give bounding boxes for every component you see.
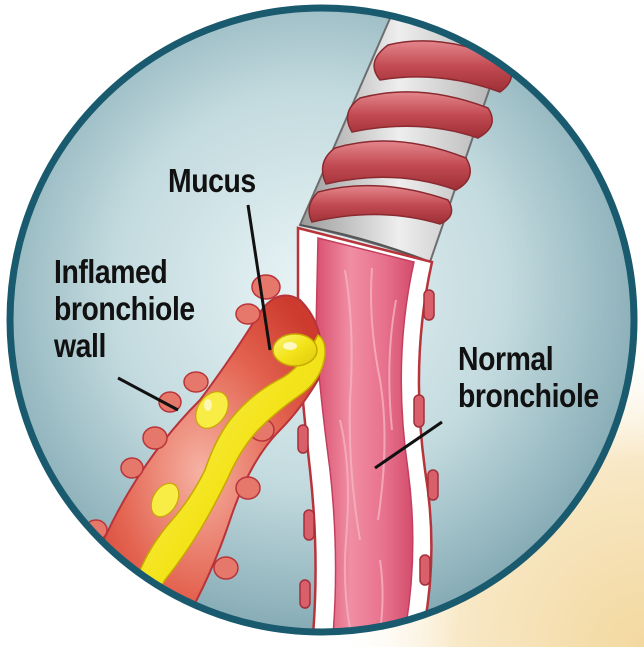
inflamed-label-line-1: Inflamed [54, 254, 167, 290]
inflamed-label-line-2: bronchiole [54, 291, 195, 327]
inflamed-label-line-3: wall [54, 328, 106, 364]
normal-label-line-2: bronchiole [458, 378, 599, 414]
mucus-label: Mucus [168, 163, 256, 199]
normal-label-line-1: Normal [458, 341, 553, 377]
